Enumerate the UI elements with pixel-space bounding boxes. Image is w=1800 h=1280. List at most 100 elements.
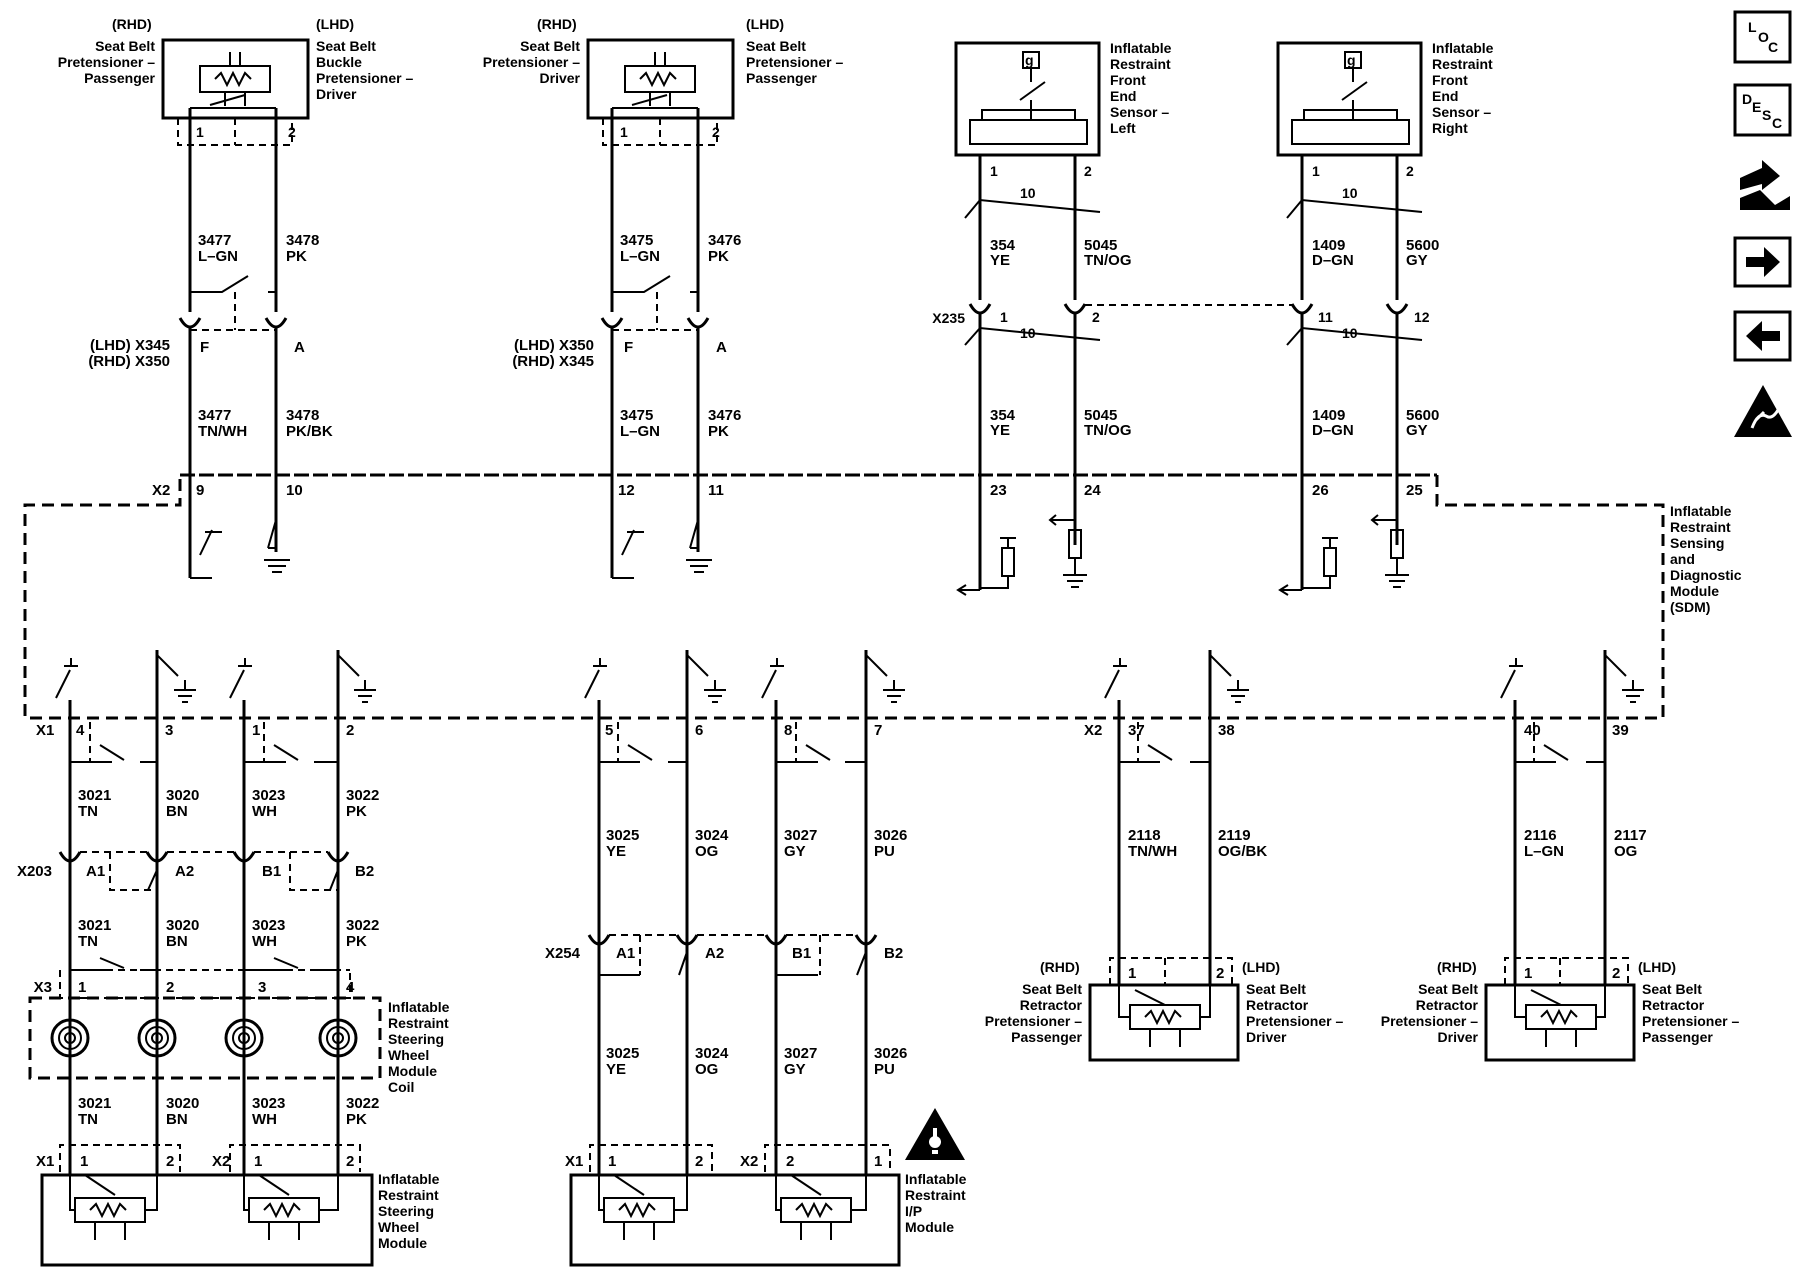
svg-text:Wheel: Wheel bbox=[388, 1047, 429, 1063]
svg-text:PU: PU bbox=[874, 843, 895, 860]
svg-text:1: 1 bbox=[990, 163, 998, 179]
svg-text:D: D bbox=[1742, 91, 1752, 107]
sdm-outline bbox=[23, 473, 1665, 720]
svg-text:GY: GY bbox=[1406, 252, 1428, 269]
svg-text:24: 24 bbox=[1084, 482, 1101, 499]
svg-text:1: 1 bbox=[252, 722, 260, 739]
svg-text:YE: YE bbox=[606, 843, 626, 860]
svg-text:37: 37 bbox=[1128, 722, 1145, 739]
svg-text:PK/BK: PK/BK bbox=[286, 423, 333, 440]
svg-text:Restraint: Restraint bbox=[1432, 56, 1493, 72]
svg-text:Seat Belt: Seat Belt bbox=[95, 38, 155, 54]
svg-text:X1: X1 bbox=[36, 1153, 54, 1170]
svg-text:10: 10 bbox=[1020, 325, 1036, 341]
svg-text:TN/OG: TN/OG bbox=[1084, 252, 1132, 269]
arrow-right-icon[interactable] bbox=[1733, 236, 1792, 288]
svg-text:12: 12 bbox=[1414, 309, 1430, 325]
svg-text:E: E bbox=[1752, 99, 1761, 115]
arrow-left-icon[interactable] bbox=[1733, 310, 1792, 362]
svg-text:2: 2 bbox=[1084, 163, 1092, 179]
svg-text:A1: A1 bbox=[86, 863, 105, 880]
svg-text:Seat Belt: Seat Belt bbox=[520, 38, 580, 54]
svg-text:Buckle: Buckle bbox=[316, 54, 362, 70]
svg-text:X1: X1 bbox=[36, 722, 54, 739]
svg-text:Pretensioner –: Pretensioner – bbox=[985, 1013, 1082, 1029]
svg-text:3026: 3026 bbox=[874, 1045, 907, 1062]
svg-text:(RHD): (RHD) bbox=[537, 16, 577, 32]
svg-text:Restraint: Restraint bbox=[1110, 56, 1171, 72]
svg-text:BN: BN bbox=[166, 933, 188, 950]
svg-text:3023: 3023 bbox=[252, 917, 285, 934]
svg-text:(LHD): (LHD) bbox=[316, 16, 354, 32]
svg-text:S: S bbox=[1762, 107, 1771, 123]
svg-text:3022: 3022 bbox=[346, 1095, 379, 1112]
svg-text:3024: 3024 bbox=[695, 827, 729, 844]
svg-text:2116: 2116 bbox=[1524, 827, 1557, 844]
svg-text:Driver: Driver bbox=[540, 70, 581, 86]
svg-text:Retractor: Retractor bbox=[1416, 997, 1479, 1013]
svg-text:11: 11 bbox=[1318, 309, 1333, 325]
svg-text:Seat Belt: Seat Belt bbox=[1418, 981, 1478, 997]
svg-text:X203: X203 bbox=[17, 863, 52, 880]
retractor-pretensioner-left: X2 37 38 2118 TN/WH 2119 OG/BK 1 2 (RHD)… bbox=[985, 650, 1343, 1062]
svg-text:(LHD): (LHD) bbox=[746, 16, 784, 32]
loc-button[interactable]: L O C bbox=[1733, 10, 1792, 64]
svg-text:B2: B2 bbox=[355, 863, 374, 880]
desc-button[interactable]: D E S C bbox=[1733, 83, 1792, 137]
sdm-label: Inflatable Restraint Sensing and Diagnos… bbox=[1670, 503, 1742, 615]
svg-text:Front: Front bbox=[1432, 72, 1468, 88]
svg-text:PK: PK bbox=[346, 803, 367, 820]
group-3-front-sensor-left: g Inflatable Restraint Front End Sensor … bbox=[932, 40, 1172, 596]
svg-text:4: 4 bbox=[346, 979, 355, 996]
svg-text:L–GN: L–GN bbox=[620, 248, 660, 265]
svg-text:354: 354 bbox=[990, 407, 1016, 424]
svg-text:26: 26 bbox=[1312, 482, 1329, 499]
svg-text:Inflatable: Inflatable bbox=[378, 1171, 440, 1187]
svg-text:YE: YE bbox=[606, 1061, 626, 1078]
svg-text:L–GN: L–GN bbox=[198, 248, 238, 265]
svg-text:Front: Front bbox=[1110, 72, 1146, 88]
svg-text:X2: X2 bbox=[1084, 722, 1102, 739]
svg-text:5045: 5045 bbox=[1084, 237, 1117, 254]
svg-text:(RHD): (RHD) bbox=[112, 16, 152, 32]
svg-text:Pretensioner –: Pretensioner – bbox=[316, 70, 413, 86]
svg-text:Restraint: Restraint bbox=[1670, 519, 1731, 535]
svg-text:Seat Belt: Seat Belt bbox=[316, 38, 376, 54]
svg-text:3: 3 bbox=[258, 979, 266, 996]
svg-text:Pretensioner –: Pretensioner – bbox=[58, 54, 155, 70]
svg-text:Passenger: Passenger bbox=[1011, 1029, 1082, 1045]
svg-text:12: 12 bbox=[618, 482, 635, 499]
svg-text:2117: 2117 bbox=[1614, 827, 1647, 844]
svg-text:3025: 3025 bbox=[606, 827, 639, 844]
svg-text:Steering: Steering bbox=[378, 1203, 434, 1219]
svg-text:BN: BN bbox=[166, 1111, 188, 1128]
svg-text:GY: GY bbox=[1406, 422, 1428, 439]
svg-text:2: 2 bbox=[166, 1153, 174, 1170]
svg-text:L: L bbox=[1748, 19, 1757, 35]
svg-text:Sensor –: Sensor – bbox=[1432, 104, 1491, 120]
connector-icon[interactable] bbox=[1740, 160, 1790, 210]
svg-text:3023: 3023 bbox=[252, 1095, 285, 1112]
svg-text:A: A bbox=[716, 339, 727, 356]
svg-text:Sensor –: Sensor – bbox=[1110, 104, 1169, 120]
svg-text:2: 2 bbox=[712, 124, 720, 140]
svg-text:10: 10 bbox=[1020, 185, 1036, 201]
svg-text:B2: B2 bbox=[884, 945, 903, 962]
svg-text:3027: 3027 bbox=[784, 1045, 817, 1062]
group-2-pretensioner: (RHD) Seat Belt Pretensioner – Driver (L… bbox=[483, 16, 843, 579]
svg-text:1: 1 bbox=[78, 979, 86, 996]
svg-text:YE: YE bbox=[990, 252, 1010, 269]
svg-text:X1: X1 bbox=[565, 1153, 583, 1170]
svg-text:2: 2 bbox=[1406, 163, 1414, 179]
svg-text:TN: TN bbox=[78, 933, 98, 950]
svg-text:L–GN: L–GN bbox=[620, 423, 660, 440]
svg-text:(LHD): (LHD) bbox=[1638, 959, 1676, 975]
svg-text:Retractor: Retractor bbox=[1642, 997, 1705, 1013]
svg-text:(RHD) X345: (RHD) X345 bbox=[512, 353, 594, 370]
svg-text:GY: GY bbox=[784, 1061, 806, 1078]
svg-text:X2: X2 bbox=[212, 1153, 230, 1170]
svg-text:8: 8 bbox=[784, 722, 792, 739]
svg-text:2: 2 bbox=[1216, 965, 1224, 982]
svg-text:Inflatable: Inflatable bbox=[388, 999, 450, 1015]
